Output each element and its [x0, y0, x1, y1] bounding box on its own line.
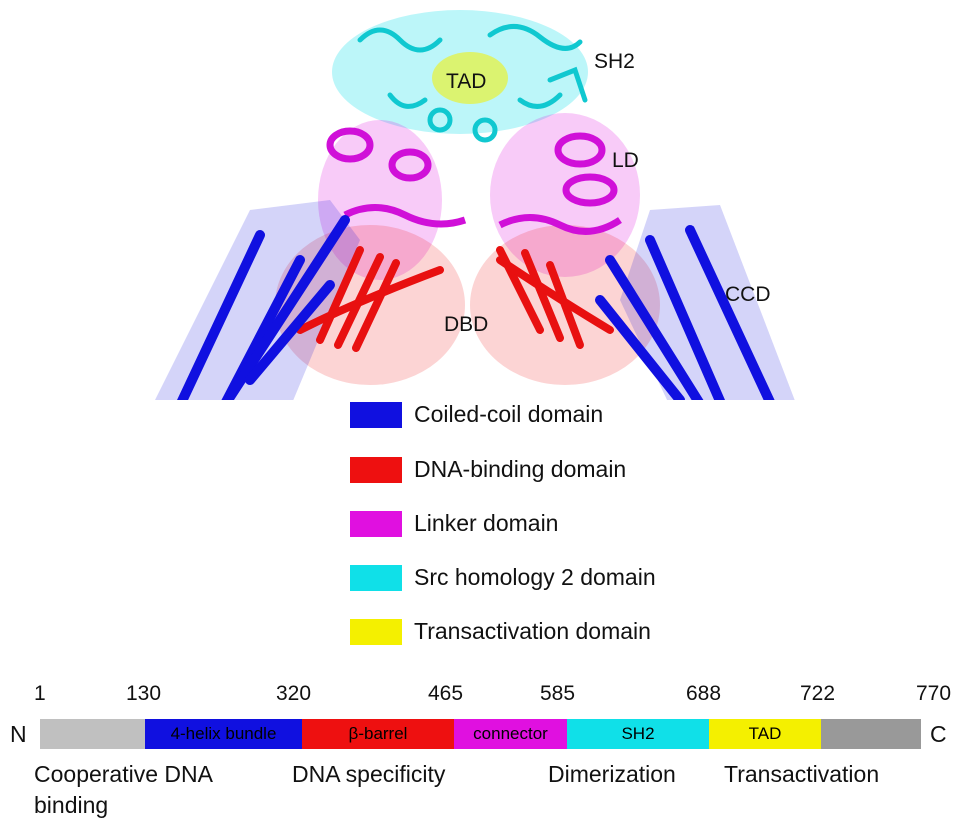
domain-segment-sh2: SH2: [567, 719, 709, 749]
structure-label-ccd: CCD: [725, 283, 771, 306]
domain-segment-tad: TAD: [709, 719, 821, 749]
structure-label-dbd: DBD: [444, 313, 489, 336]
function-dimerization: Dimerization: [548, 761, 676, 787]
domain-segment-connector: connector: [454, 719, 567, 749]
legend-item: Coiled-coil domain: [350, 398, 770, 428]
legend-swatch: [350, 402, 402, 428]
residue-position: 770: [916, 682, 952, 705]
legend-swatch: [350, 565, 402, 591]
legend-swatch: [350, 457, 402, 483]
dbd-surface-left: [275, 225, 465, 385]
legend-label: Src homology 2 domain: [414, 564, 656, 590]
legend-label: Transactivation domain: [414, 618, 651, 644]
n-terminus-label: N: [10, 721, 27, 747]
residue-position: 130: [126, 682, 162, 705]
residue-position: 688: [686, 682, 722, 705]
function-cooperative-binding: Cooperative DNA: [34, 761, 213, 787]
dbd-cartoon: [296, 246, 614, 352]
legend-swatch: [350, 619, 402, 645]
c-terminus-label: C: [930, 721, 947, 747]
structure-label-sh2: SH2: [594, 50, 635, 73]
tad-surface: [432, 52, 508, 104]
structure-label-tad: TAD: [446, 70, 487, 93]
ccd-cartoon: [177, 215, 775, 400]
structure-label-ld: LD: [612, 149, 639, 172]
residue-position: 585: [540, 682, 576, 705]
legend-label: DNA-binding domain: [414, 456, 627, 482]
function-cooperative-binding-line2: binding: [34, 792, 109, 818]
domain-segment-n-term: [40, 719, 145, 749]
ccd-surface-right: [620, 205, 795, 400]
legend-item: DNA-binding domain: [350, 453, 770, 483]
residue-position: 722: [800, 682, 836, 705]
legend-item: Linker domain: [350, 507, 770, 537]
residue-position: 1: [34, 682, 46, 705]
domain-bar: 4-helix bundle β-barrel connector SH2 TA…: [40, 719, 921, 749]
domain-segment-beta-barrel: β-barrel: [302, 719, 454, 749]
residue-position: 465: [428, 682, 464, 705]
legend-swatch: [350, 511, 402, 537]
legend-item: Src homology 2 domain: [350, 561, 770, 591]
legend-label: Coiled-coil domain: [414, 401, 604, 427]
function-dna-specificity: DNA specificity: [292, 761, 446, 787]
residue-position: 320: [276, 682, 312, 705]
domain-segment-helix-bundle: 4-helix bundle: [145, 719, 302, 749]
legend-label: Linker domain: [414, 510, 559, 536]
sh2-cartoon: [357, 24, 588, 143]
linker-cartoon: [326, 127, 622, 235]
protein-structure-illustration: [155, 10, 795, 400]
legend-item: Transactivation domain: [350, 615, 770, 645]
domain-segment-c-term: [821, 719, 921, 749]
function-transactivation: Transactivation: [724, 761, 880, 787]
